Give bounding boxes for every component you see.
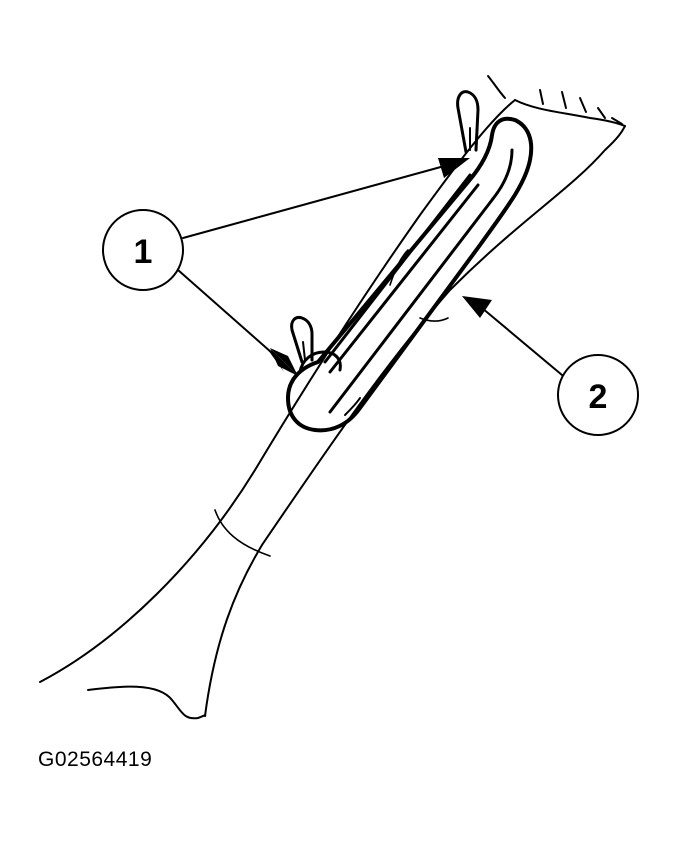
callout-2: 2 [462, 296, 639, 436]
callout-2-label: 2 [589, 378, 608, 416]
figure-id: G02564419 [38, 748, 153, 771]
callout-1-arrowhead-upper [438, 158, 470, 178]
lower-fastener [290, 316, 342, 374]
callout-2-arrowhead [462, 296, 492, 318]
callout-1: 1 [102, 158, 470, 376]
grab-handle [286, 116, 534, 433]
upper-fastener [456, 90, 480, 154]
callout-1-label: 1 [134, 233, 153, 271]
pillar-trim-panel [39, 75, 626, 720]
